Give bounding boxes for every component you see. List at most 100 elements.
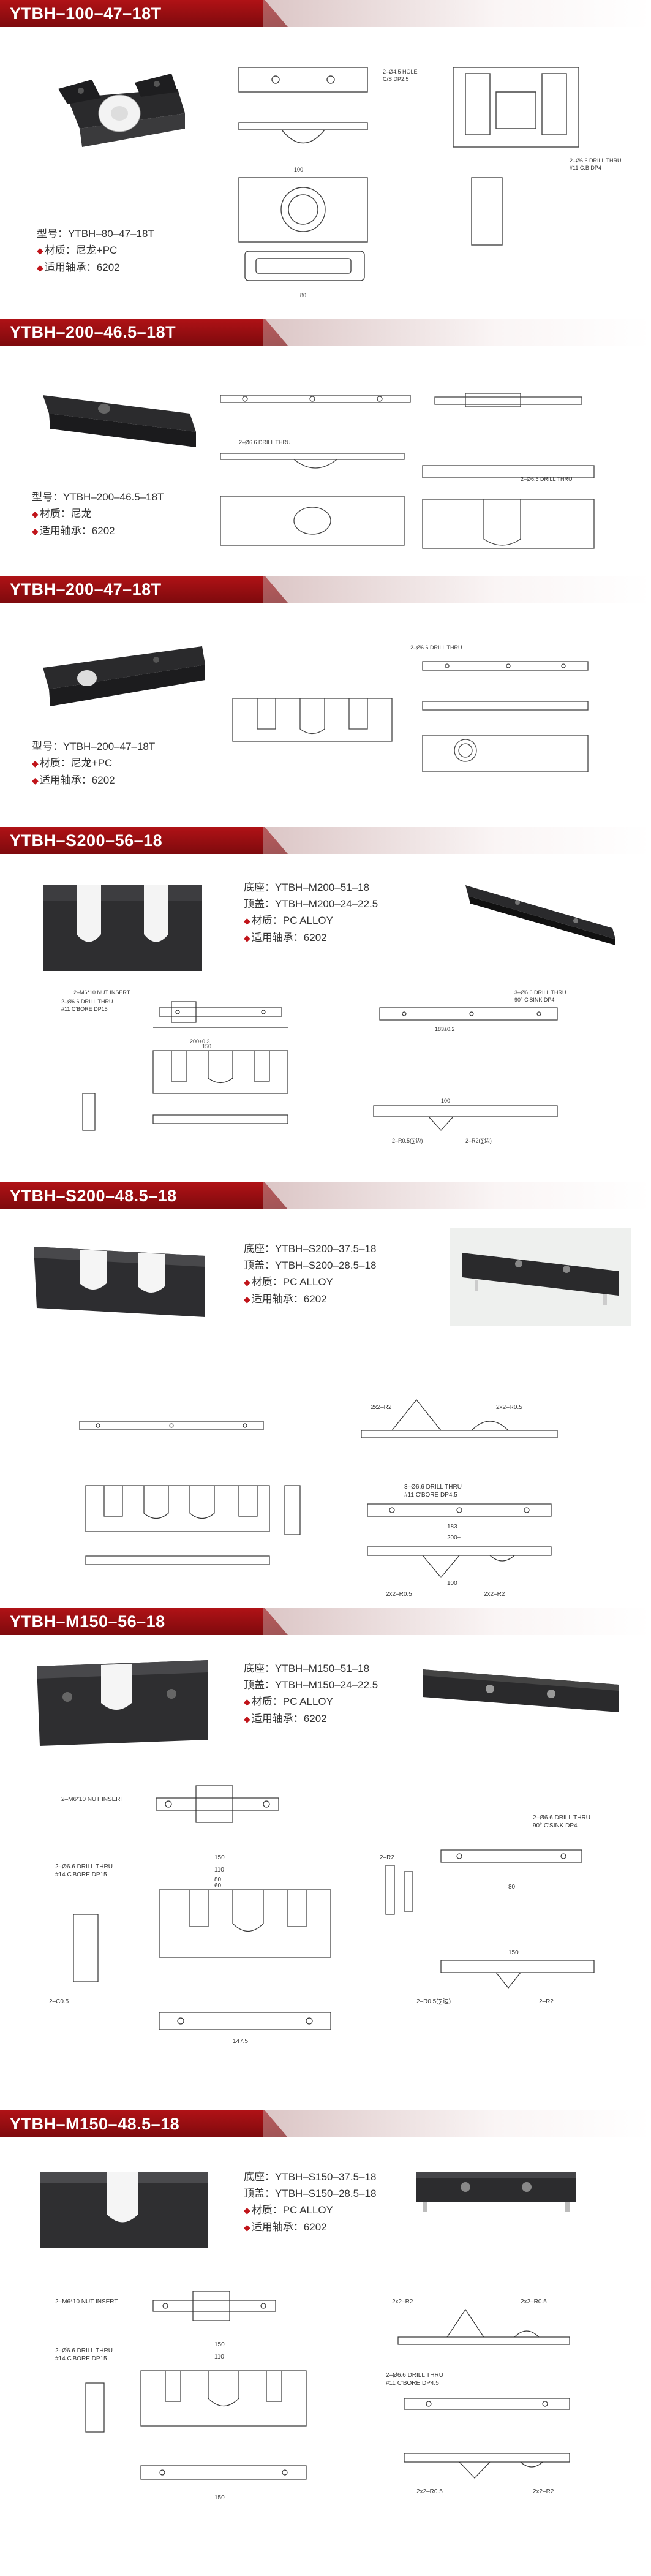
section-banner: YTBH–M150–48.5–18: [0, 2110, 651, 2137]
svg-text:80: 80: [300, 292, 306, 298]
base-label: 底座：YTBH–M200–51–18: [244, 882, 370, 893]
svg-text:200±0.3: 200±0.3: [190, 1038, 209, 1044]
product-photo: [31, 2159, 214, 2257]
svg-text:2–R2: 2–R2: [380, 1854, 394, 1861]
product-photo: [31, 371, 214, 463]
svg-text:110: 110: [214, 2354, 224, 2360]
section-title: YTBH–S200–48.5–18: [10, 1187, 177, 1205]
svg-text:3–Ø6.6 DRILL THRU: 3–Ø6.6 DRILL THRU: [514, 989, 566, 995]
svg-text:#11 C.B DP4: #11 C.B DP4: [570, 165, 601, 171]
top-cap-photo: [416, 1651, 625, 1737]
svg-text:2–M6*10 NUT INSERT: 2–M6*10 NUT INSERT: [55, 2298, 118, 2305]
base-label: 底座：YTBH–M150–51–18: [244, 1663, 370, 1674]
section-title: YTBH–100–47–18T: [10, 4, 162, 23]
technical-drawing-set: 2–M6*10 NUT INSERT 2–Ø6.6 DRILL THRU #14…: [49, 1785, 595, 2045]
section-banner: YTBH–S200–48.5–18: [0, 1182, 651, 1209]
svg-text:2–Ø6.6 DRILL THRU: 2–Ø6.6 DRILL THRU: [386, 2372, 443, 2379]
svg-text:100: 100: [447, 1580, 457, 1587]
section-banner: YTBH–200–46.5–18T: [0, 319, 651, 346]
section-banner: YTBH–M150–56–18: [0, 1608, 651, 1635]
material-label: ◆材质：PC ALLOY: [244, 1696, 333, 1707]
svg-text:2–Ø6.6 DRILL THRU: 2–Ø6.6 DRILL THRU: [570, 157, 622, 164]
material-label: ◆材质：尼龙+PC: [32, 757, 113, 769]
bearing-label: ◆适用轴承：6202: [244, 2221, 327, 2233]
svg-text:2–Ø6.6 DRILL THRU: 2–Ø6.6 DRILL THRU: [239, 439, 291, 445]
top-label: 顶盖：YTBH–M150–24–22.5: [244, 1679, 378, 1691]
section-title: YTBH–200–46.5–18T: [10, 323, 176, 341]
section-1: YTBH–100–47–18T 型号：YTBH–80–47–18T ◆材质：尼龙…: [0, 0, 651, 319]
svg-text:#11 C'BORE DP4.5: #11 C'BORE DP4.5: [386, 2380, 439, 2387]
section-3: YTBH–200–47–18T 型号：YTBH–200–47–18T ◆材质：尼…: [0, 576, 651, 827]
svg-text:80: 80: [214, 1876, 222, 1883]
bearing-label: ◆适用轴承：6202: [244, 1713, 327, 1724]
svg-text:2–Ø4.5 HOLE: 2–Ø4.5 HOLE: [383, 69, 418, 75]
technical-drawing-set: 2–M6*10 NUT INSERT 2–Ø6.6 DRILL THRU #11…: [61, 989, 566, 1144]
base-label: 底座：YTBH–S200–37.5–18: [244, 1243, 377, 1255]
top-label: 顶盖：YTBH–M200–24–22.5: [244, 898, 378, 910]
technical-drawing-set: 2x2–R2 2x2–R0.5 3–Ø6.6 DRILL THRU #11 C'…: [79, 1399, 558, 1598]
bearing-label: ◆适用轴承：6202: [37, 262, 120, 273]
svg-text:2x2–R2: 2x2–R2: [371, 1404, 392, 1411]
svg-text:2–Ø6.6 DRILL THRU: 2–Ø6.6 DRILL THRU: [410, 644, 462, 651]
svg-text:100: 100: [294, 167, 303, 173]
svg-text:147.5: 147.5: [233, 2038, 248, 2045]
svg-text:183±0.2: 183±0.2: [435, 1026, 454, 1032]
spec-block: 底座：YTBH–M150–51–18 顶盖：YTBH–M150–24–22.5 …: [244, 1660, 378, 1728]
section-4: YTBH–S200–56–18 底座：YTBH–M200–51–18 顶盖：YT…: [0, 827, 651, 1182]
svg-text:60: 60: [214, 1883, 222, 1889]
svg-text:2x2–R2: 2x2–R2: [392, 2298, 413, 2305]
section-title: YTBH–200–47–18T: [10, 580, 162, 599]
material-label: ◆材质：PC ALLOY: [244, 2204, 333, 2216]
section-title: YTBH–M150–56–18: [10, 1612, 165, 1631]
top-cap-photo: [404, 2153, 588, 2233]
top-label: 顶盖：YTBH–S150–28.5–18: [244, 2188, 377, 2199]
svg-text:200±: 200±: [447, 1535, 461, 1541]
svg-text:150: 150: [214, 1854, 225, 1861]
section-title: YTBH–M150–48.5–18: [10, 2115, 180, 2133]
svg-text:2–R2(∑边): 2–R2(∑边): [465, 1138, 492, 1144]
svg-text:2x2–R2: 2x2–R2: [533, 2488, 554, 2495]
technical-drawing-set: 2–Ø6.6 DRILL THRU 2–Ø6.6 DRILL THRU: [220, 393, 595, 549]
product-photo: [31, 1648, 214, 1752]
svg-text:150: 150: [508, 1949, 519, 1956]
material-label: ◆材质：尼龙: [32, 508, 92, 519]
technical-drawing-set: 2–Ø6.6 DRILL THRU: [232, 644, 589, 772]
svg-text:100: 100: [441, 1098, 450, 1104]
model-label: 型号：YTBH–200–46.5–18T: [32, 491, 164, 503]
svg-text:#14 C'BORE DP15: #14 C'BORE DP15: [55, 2355, 107, 2362]
svg-text:#11 C'BORE DP4.5: #11 C'BORE DP4.5: [404, 1492, 457, 1498]
material-label: ◆材质：PC ALLOY: [244, 1276, 333, 1288]
svg-text:2–R0.5(∑边): 2–R0.5(∑边): [392, 1138, 423, 1144]
svg-text:2–Ø6.6 DRILL THRU: 2–Ø6.6 DRILL THRU: [55, 2347, 113, 2354]
bearing-label: ◆适用轴承：6202: [32, 774, 115, 786]
material-label: ◆材质：PC ALLOY: [244, 915, 333, 926]
base-label: 底座：YTBH–S150–37.5–18: [244, 2171, 377, 2183]
svg-text:90° C'SINK DP4: 90° C'SINK DP4: [514, 997, 554, 1003]
svg-text:2x2–R2: 2x2–R2: [484, 1591, 505, 1598]
product-photo: [31, 634, 214, 720]
svg-text:90° C'SINK DP4: 90° C'SINK DP4: [533, 1822, 578, 1829]
model-label: 型号：YTBH–200–47–18T: [32, 741, 156, 752]
svg-text:2–M6*10 NUT INSERT: 2–M6*10 NUT INSERT: [61, 1796, 124, 1803]
section-banner: YTBH–200–47–18T: [0, 576, 651, 603]
spec-block: 底座：YTBH–S200–37.5–18 顶盖：YTBH–S200–28.5–1…: [244, 1241, 376, 1308]
top-cap-photo: [450, 1228, 631, 1326]
svg-text:110: 110: [214, 1867, 224, 1873]
svg-text:2x2–R0.5: 2x2–R0.5: [496, 1404, 522, 1411]
svg-text:2–Ø6.6 DRILL THRU: 2–Ø6.6 DRILL THRU: [521, 476, 573, 482]
top-cap-photo: [459, 867, 625, 959]
svg-text:2–R2: 2–R2: [539, 1998, 554, 2005]
section-banner: YTBH–100–47–18T: [0, 0, 651, 27]
svg-text:#11 C'BORE DP15: #11 C'BORE DP15: [61, 1006, 108, 1012]
svg-text:150: 150: [214, 2495, 225, 2501]
section-5: YTBH–S200–48.5–18 底座：YTBH–S200–37.5–18 顶…: [0, 1182, 651, 1608]
svg-text:2–M6*10 NUT INSERT: 2–M6*10 NUT INSERT: [73, 989, 130, 995]
section-6: YTBH–M150–56–18 底座：YTBH–M150–51–18 顶盖：YT…: [0, 1608, 651, 2110]
spec-block: 型号：YTBH–200–46.5–18T ◆材质：尼龙 ◆适用轴承：6202: [32, 489, 164, 540]
svg-text:2x2–R0.5: 2x2–R0.5: [416, 2488, 443, 2495]
spec-block: 底座：YTBH–S150–37.5–18 顶盖：YTBH–S150–28.5–1…: [244, 2169, 376, 2236]
spec-block: 型号：YTBH–200–47–18T ◆材质：尼龙+PC ◆适用轴承：6202: [32, 738, 155, 789]
section-title: YTBH–S200–56–18: [10, 831, 163, 850]
svg-text:3–Ø6.6 DRILL THRU: 3–Ø6.6 DRILL THRU: [404, 1484, 462, 1490]
